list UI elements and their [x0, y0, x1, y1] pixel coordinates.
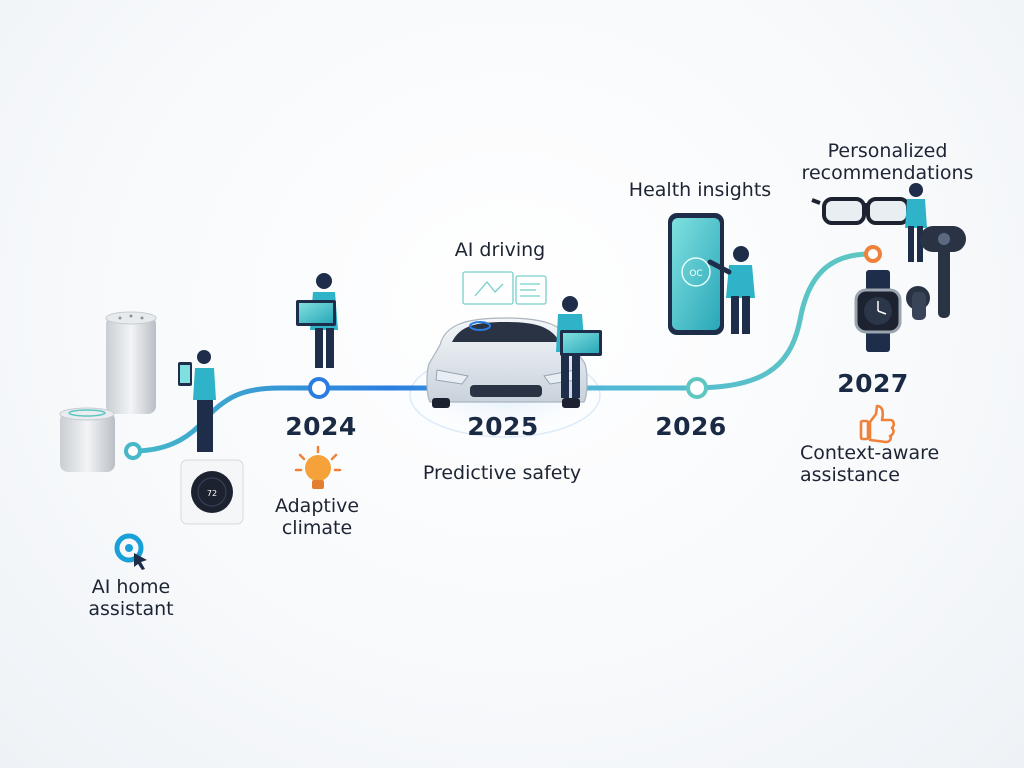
adaptive-climate-label: Adaptive climate	[274, 495, 360, 539]
person-2024-icon	[296, 273, 338, 368]
thumbs-up-icon	[859, 404, 896, 444]
search-cursor-icon	[114, 533, 147, 570]
svg-text:72: 72	[207, 489, 217, 498]
person-2026-icon	[707, 246, 755, 334]
svg-text:OC: OC	[689, 269, 702, 279]
timeline-node-start	[124, 442, 142, 460]
watch-icon	[854, 270, 902, 352]
ai-home-assistant-label: AI home assistant	[88, 576, 174, 620]
bulb-icon	[294, 445, 342, 489]
year-2027-label: 2027	[837, 369, 909, 398]
year-2024-label: 2024	[285, 412, 357, 441]
car-icon	[426, 317, 588, 408]
phone-icon: OC	[668, 213, 724, 335]
timeline-node-2027	[864, 245, 882, 263]
timeline-node-2024	[308, 377, 330, 399]
context-aware-assistance-label: Context-aware assistance	[800, 442, 940, 486]
person-tablet-icon	[178, 350, 216, 452]
year-2026-label: 2026	[655, 412, 727, 441]
ai-driving-hologram-icon	[462, 271, 547, 305]
person-2027-icon	[905, 183, 927, 262]
person-2025-icon	[556, 296, 602, 398]
earbuds-icon	[906, 226, 966, 320]
timeline-node-2026	[686, 377, 708, 399]
smart-speaker-icon	[59, 311, 157, 472]
predictive-safety-label: Predictive safety	[422, 462, 582, 484]
ai-driving-label: AI driving	[454, 239, 546, 261]
personalized-recommendations-label: Personalized recommendations	[801, 140, 974, 184]
glasses-icon	[811, 197, 910, 225]
health-insights-label: Health insights	[628, 179, 772, 201]
year-2025-label: 2025	[467, 412, 539, 441]
thermostat-icon: 72	[180, 459, 244, 525]
